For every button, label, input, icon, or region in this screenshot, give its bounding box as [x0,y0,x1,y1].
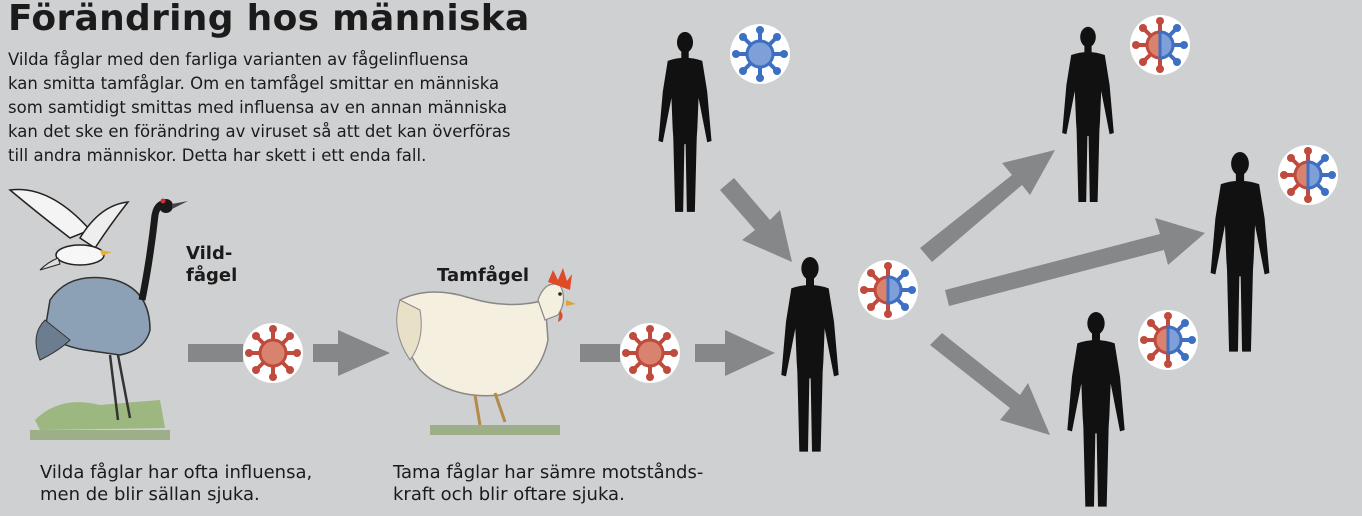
arrow-to-human-right [945,218,1205,306]
arrow-domestic-to-human [580,330,775,376]
caption-line: kraft och blir oftare sjuka. [393,484,625,505]
intro-line: som samtidigt smittas med influensa av e… [8,98,508,117]
human-silhouette [1062,26,1114,202]
caption-line: men de blir sällan sjuka. [40,484,260,505]
wild-bird-label-line: Vild- [186,243,233,264]
arrow-human-to-human [720,178,792,262]
intro-line: Vilda fåglar med den farliga varianten a… [8,50,469,69]
bird-virus-icon [243,323,303,383]
mixed-virus-icon [1138,310,1198,370]
mixed-virus-icon [1130,15,1190,75]
chicken-illustration [396,268,576,435]
intro-line: kan det ske en förändring av viruset så … [8,122,511,141]
human-silhouette [658,31,712,212]
human-silhouette [1210,152,1270,352]
wild-bird-caption: Vilda fåglar har ofta influensa, men de … [40,462,312,506]
domestic-bird-caption: Tama fåglar har sämre motstånds- kraft o… [393,462,703,506]
caption-line: Vilda fåglar har ofta influensa, [40,462,313,483]
gull-illustration [8,188,130,271]
crane-illustration [30,198,188,440]
arrow-wild-to-domestic [188,330,390,376]
mixed-virus-icon [858,260,918,320]
caption-line: Tama fåglar har sämre motstånds- [393,462,704,483]
intro-line: till andra människor. Detta har skett i … [8,146,427,165]
mixed-virus-icon [1278,145,1338,205]
arrow-to-human-bottom [930,333,1050,435]
intro-text: Vilda fåglar med den farliga varianten a… [8,48,608,168]
domestic-bird-label: Tamfågel [437,265,530,286]
intro-line: kan smitta tamfåglar. Om en tamfågel smi… [8,74,500,93]
arrow-to-human-top [920,150,1055,262]
human-silhouette [1067,312,1125,507]
bird-virus-icon [620,323,680,383]
wild-bird-label-line: fågel [186,265,238,286]
wild-bird-label: Vild- fågel [186,243,237,287]
human-virus-icon [730,24,790,84]
human-silhouette [781,257,839,452]
page-title: Förändring hos människa [8,0,530,39]
